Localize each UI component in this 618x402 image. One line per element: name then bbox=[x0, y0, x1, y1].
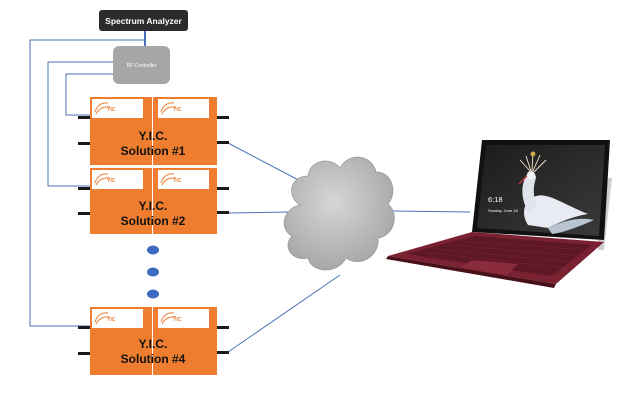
connector bbox=[78, 326, 90, 329]
connector bbox=[217, 116, 229, 119]
laptop-icon: 6:18 Sunday, June 18 bbox=[386, 140, 612, 288]
solution-2-box: YIC YIC Y.I.C. Solution #2 bbox=[78, 168, 229, 234]
yic-logo-icon bbox=[94, 312, 111, 325]
bird-wallpaper-icon bbox=[518, 151, 594, 234]
key-rows bbox=[421, 240, 589, 269]
logo-text: YIC bbox=[107, 178, 116, 184]
rf-controller-box: RF Controller bbox=[113, 46, 170, 84]
cable-controller-solution-1 bbox=[65, 73, 113, 116]
yic-logo-icon bbox=[94, 102, 111, 115]
solution-4-line1: Y.I.C. bbox=[139, 337, 168, 351]
spectrum-analyzer-label: Spectrum Analyzer bbox=[105, 16, 182, 26]
lock-screen-date: Sunday, June 18 bbox=[488, 208, 519, 213]
solution-1-line1: Y.I.C. bbox=[139, 129, 168, 143]
cable-controller-solution-2 bbox=[47, 61, 113, 187]
cable-solution-1-cloud bbox=[227, 142, 309, 186]
solution-1-line2: Solution #1 bbox=[121, 144, 186, 158]
solution-1-box: YIC YIC Y.I.C. Solution #1 bbox=[78, 97, 229, 165]
yic-logo-icon bbox=[160, 312, 177, 325]
dot bbox=[147, 245, 159, 255]
connector bbox=[78, 116, 90, 119]
spectrum-analyzer-box: Spectrum Analyzer bbox=[99, 10, 188, 31]
connector bbox=[217, 326, 229, 329]
logo-panel bbox=[158, 309, 209, 328]
logo-text: YIC bbox=[173, 107, 182, 113]
yic-logo-icon bbox=[160, 173, 177, 186]
lock-screen-time: 6:18 bbox=[488, 195, 503, 204]
connector bbox=[217, 351, 229, 354]
connector bbox=[217, 187, 229, 190]
logo-panel bbox=[92, 170, 143, 189]
logo-panel bbox=[92, 99, 143, 118]
logo-panel bbox=[158, 99, 209, 118]
cables bbox=[29, 31, 471, 353]
logo-panel bbox=[158, 170, 209, 189]
logo-text: YIC bbox=[173, 317, 182, 323]
connector bbox=[78, 142, 90, 145]
cable-solution-2-cloud bbox=[227, 211, 291, 214]
cable-analyzer-solution-4 bbox=[29, 39, 145, 327]
yic-logo-icon bbox=[94, 173, 111, 186]
logo-text: YIC bbox=[107, 107, 116, 113]
cable-solution-4-cloud bbox=[227, 274, 341, 353]
dot bbox=[147, 267, 159, 277]
solution-2-line2: Solution #2 bbox=[121, 214, 186, 228]
solution-2-line1: Y.I.C. bbox=[139, 199, 168, 213]
connector bbox=[217, 141, 229, 144]
solution-4-box: YIC YIC Y.I.C. Solution #4 bbox=[78, 307, 229, 375]
yic-logo-icon bbox=[160, 102, 177, 115]
logo-text: YIC bbox=[173, 178, 182, 184]
dot bbox=[147, 289, 159, 299]
connector bbox=[217, 211, 229, 214]
logo-text: YIC bbox=[107, 317, 116, 323]
ellipsis-dots bbox=[147, 245, 159, 299]
solution-4-line2: Solution #4 bbox=[121, 352, 186, 366]
connector bbox=[78, 212, 90, 215]
connector bbox=[78, 187, 90, 190]
rf-controller-label: RF Controller bbox=[127, 63, 157, 69]
cloud-icon bbox=[283, 156, 395, 271]
connector bbox=[78, 352, 90, 355]
logo-panel bbox=[92, 309, 143, 328]
cable-cloud-laptop bbox=[391, 210, 471, 213]
